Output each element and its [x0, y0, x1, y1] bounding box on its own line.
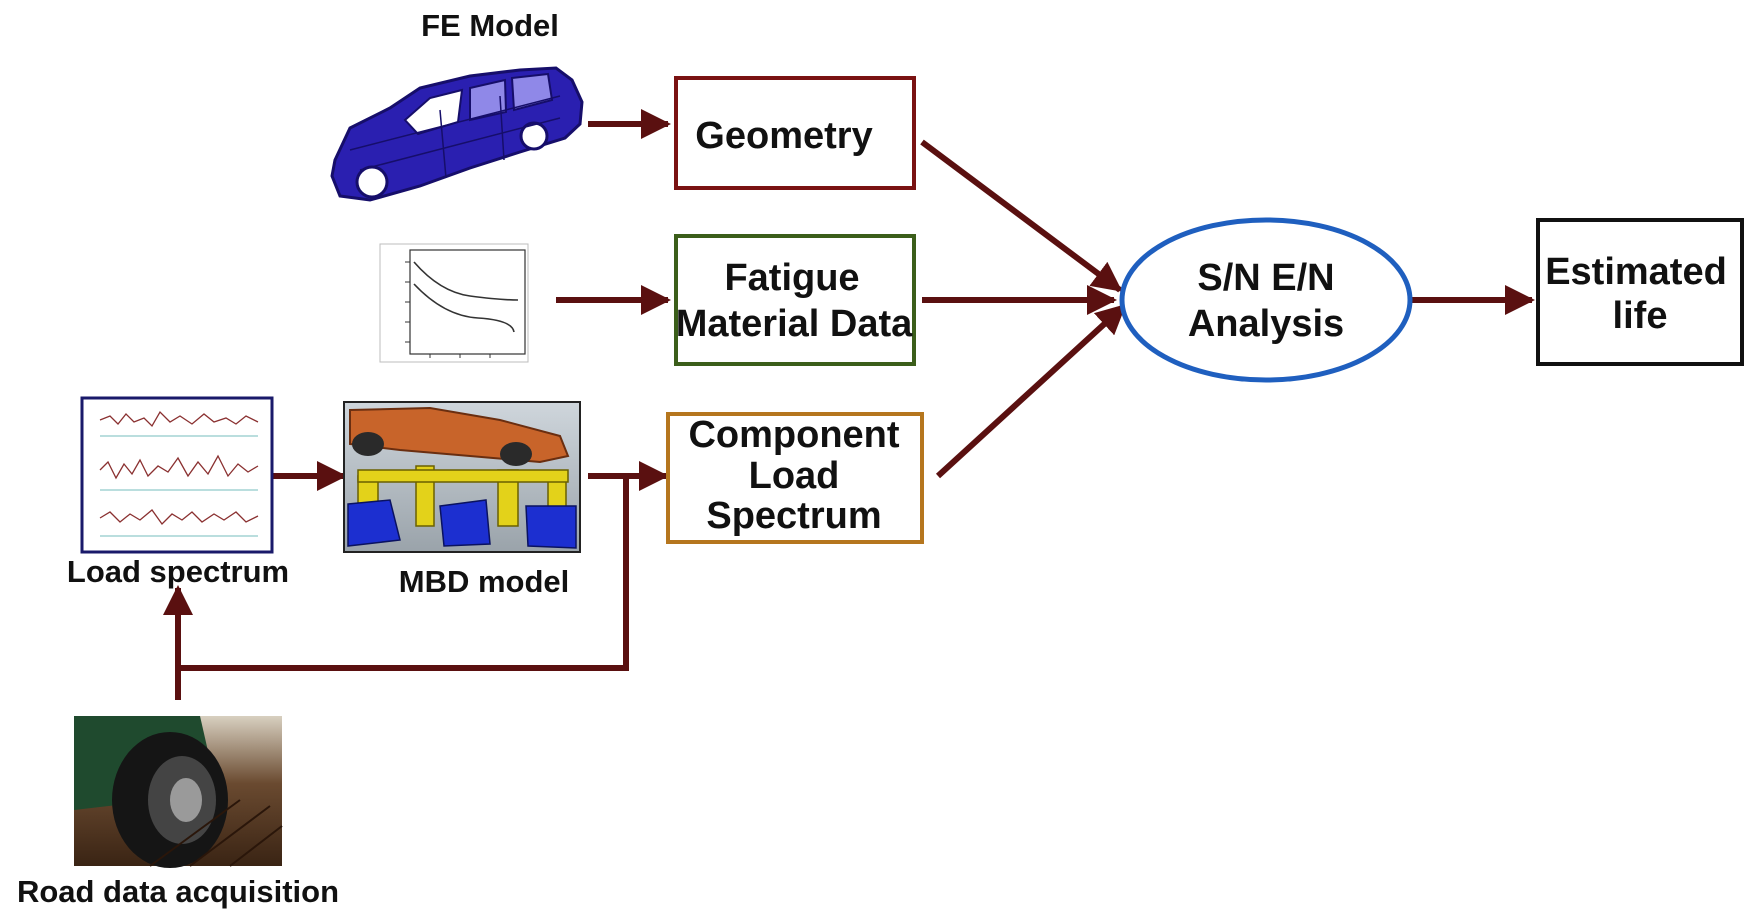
- fatigue-label-line1: Fatigue: [724, 257, 859, 299]
- sn-en-analysis-node: S/N E/N Analysis: [1119, 217, 1413, 383]
- fatigue-label-line2: Material Data: [676, 303, 913, 345]
- car-body-fe-mesh-icon: [330, 66, 584, 202]
- road-data-label: Road data acquisition: [17, 874, 339, 909]
- arrow-geometry-to-analysis: [920, 139, 1123, 293]
- arrow-component-to-analysis: [935, 303, 1127, 479]
- sn-curve-plot-icon: [379, 243, 529, 363]
- component-label-line3: Spectrum: [706, 495, 881, 537]
- life-label-line1: Estimated: [1545, 251, 1727, 293]
- connectors: [163, 109, 1535, 700]
- estimated-life-box: Estimated life: [1536, 218, 1744, 366]
- road-tyre-photo-icon: [74, 716, 283, 868]
- mbd-model-label: MBD model: [399, 564, 570, 599]
- component-label-line1: Component: [688, 414, 899, 456]
- life-label-line2: life: [1613, 295, 1668, 337]
- load-spectrum-label: Load spectrum: [67, 554, 289, 589]
- component-label-line2: Load: [749, 455, 840, 497]
- analysis-label-line2: Analysis: [1188, 303, 1344, 345]
- multibody-test-rig-icon: [343, 401, 581, 553]
- geometry-label: Geometry: [695, 115, 872, 157]
- analysis-label-line1: S/N E/N: [1197, 257, 1334, 299]
- fe-model-label: FE Model: [421, 8, 559, 43]
- load-signal-plot-icon: [80, 396, 274, 554]
- geometry-box: Geometry: [674, 76, 916, 190]
- fatigue-material-data-box: Fatigue Material Data: [674, 234, 916, 366]
- component-load-spectrum-box: Component Load Spectrum: [666, 412, 924, 544]
